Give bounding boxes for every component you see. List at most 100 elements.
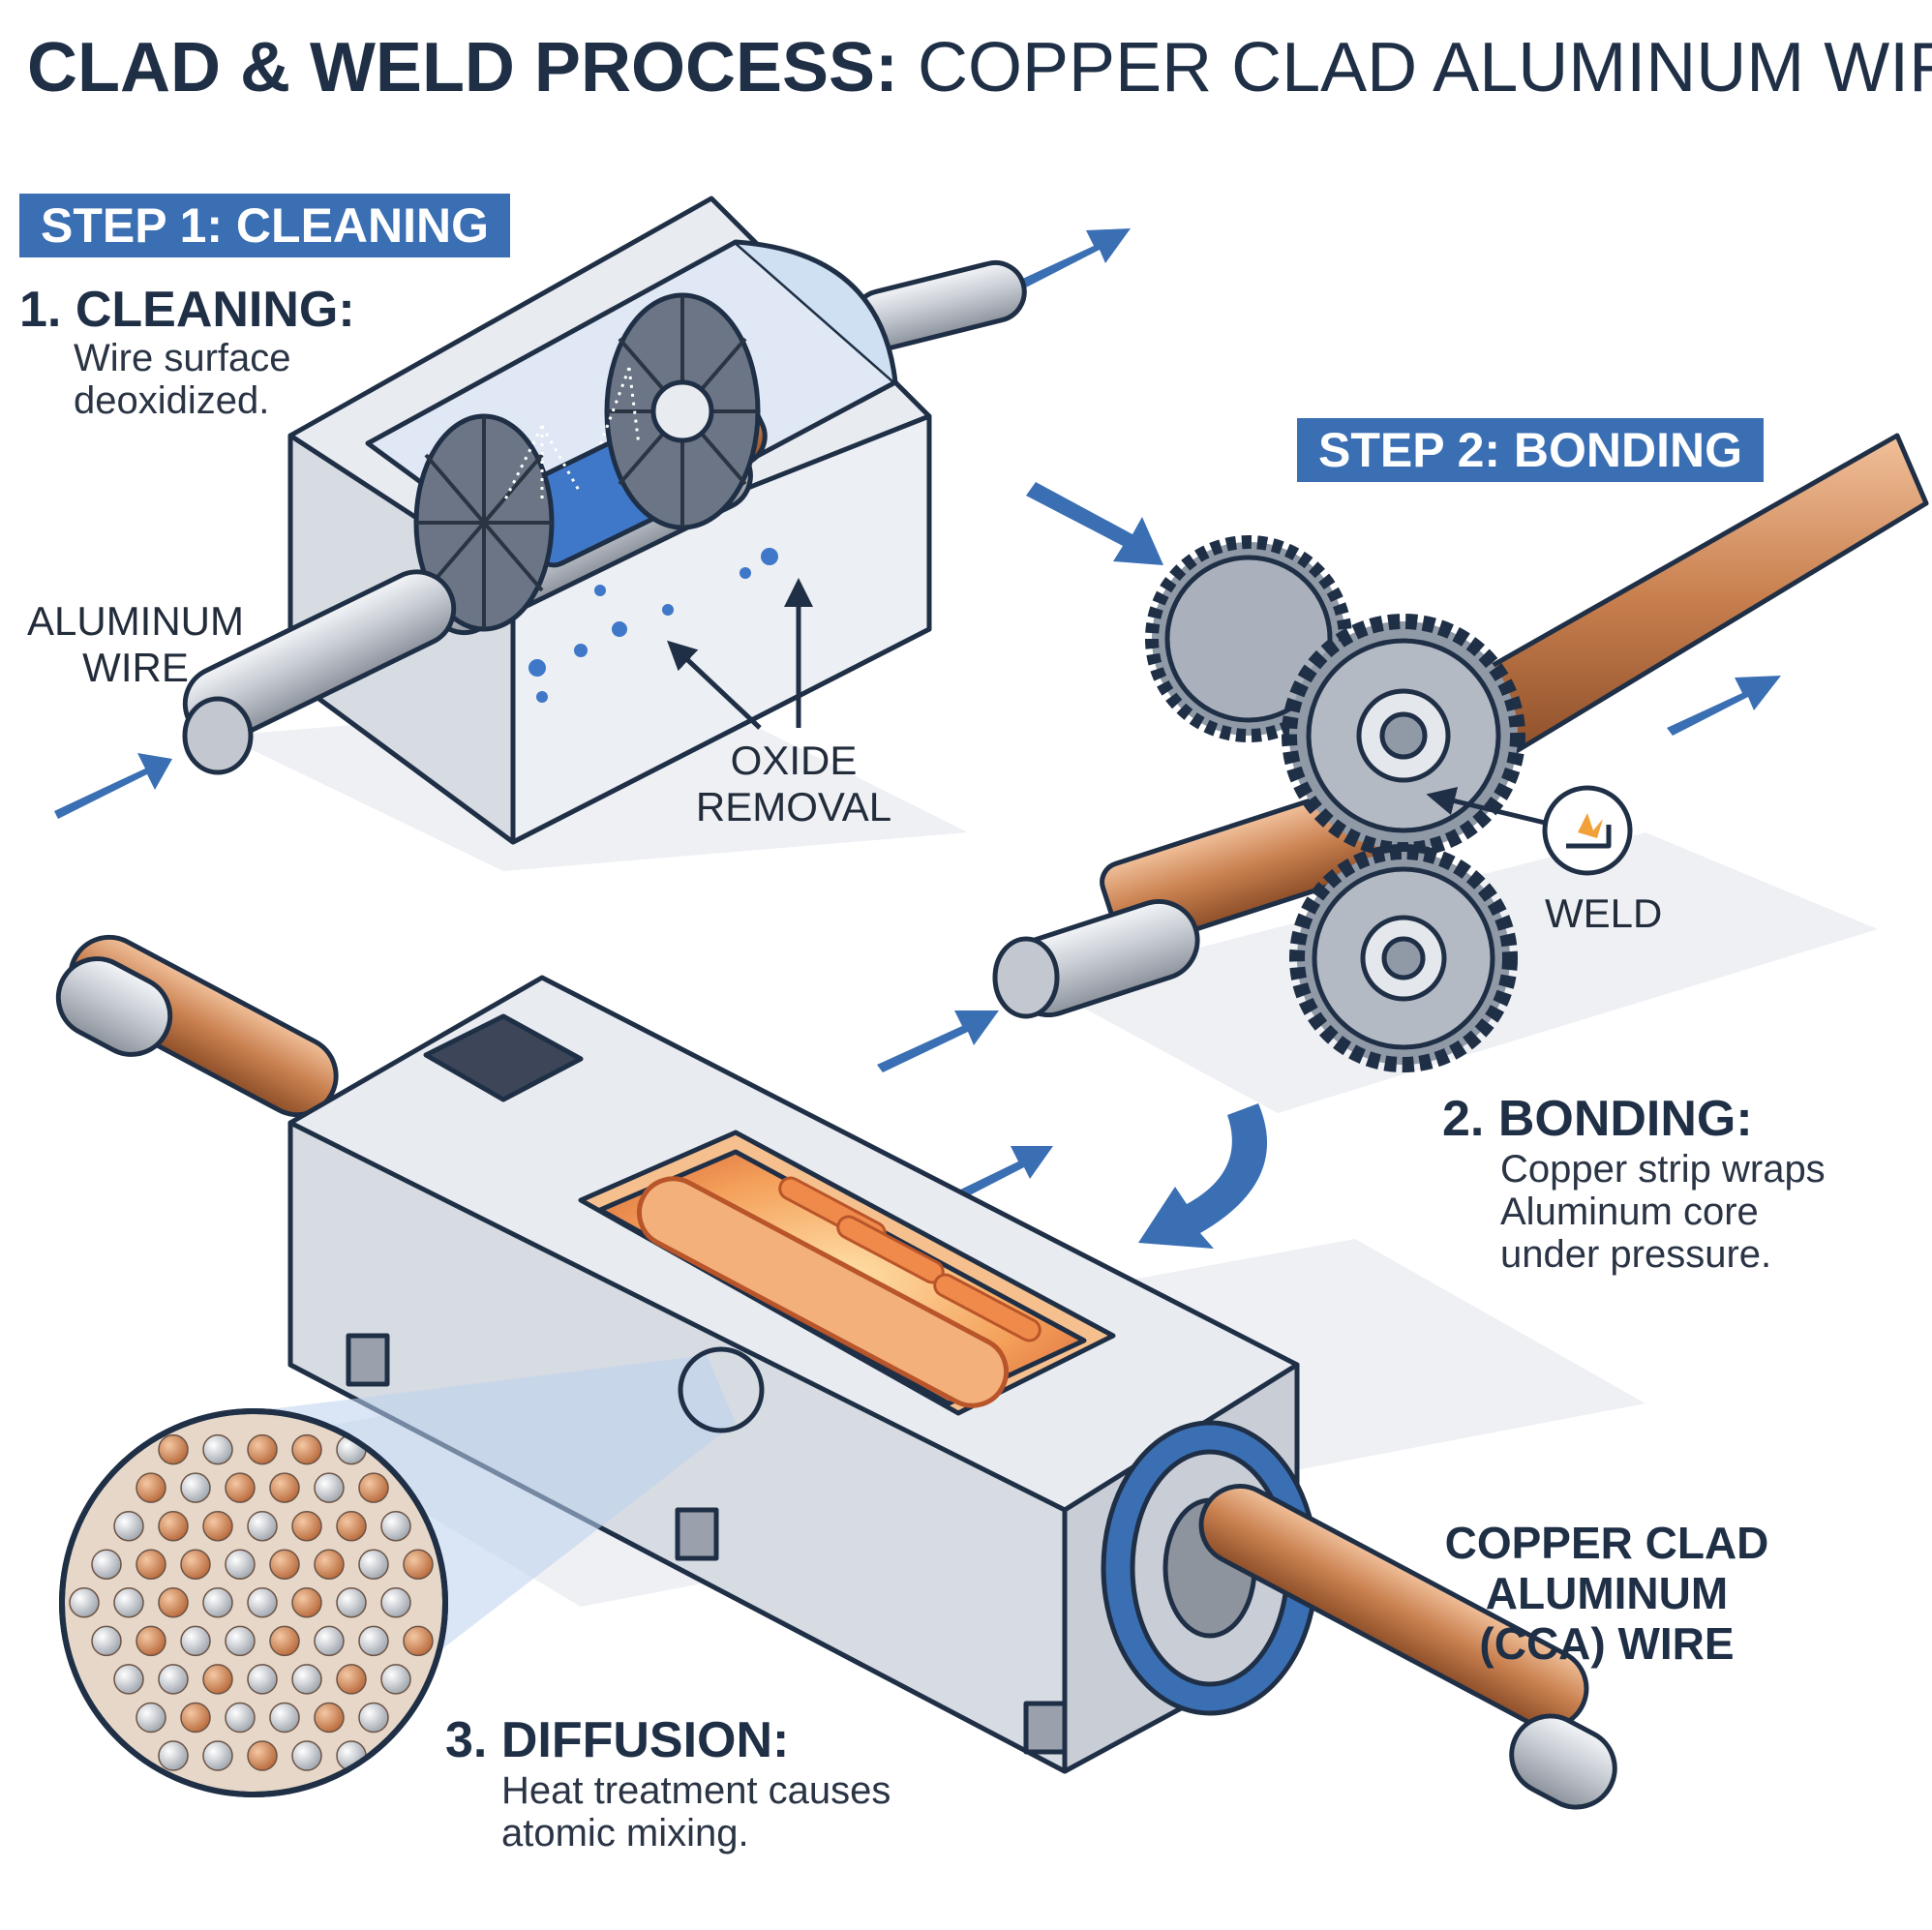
oxide-flakes bbox=[528, 548, 778, 703]
step2-desc-line2: Aluminum core bbox=[1500, 1191, 1759, 1233]
copper-atom bbox=[247, 1433, 278, 1465]
weld-label: WELD bbox=[1545, 890, 1663, 936]
step1-desc-line1: Wire surface bbox=[74, 337, 291, 379]
step1-heading: 1. CLEANING: bbox=[19, 282, 355, 338]
atomic-zoom bbox=[59, 1408, 448, 1797]
step3-desc-line1: Heat treatment causes bbox=[501, 1769, 891, 1812]
aluminum-atom bbox=[136, 1702, 166, 1734]
cleaning-machine bbox=[182, 196, 1027, 845]
aluminum-atom bbox=[314, 1472, 345, 1503]
copper-atom bbox=[336, 1510, 367, 1542]
aluminum-atom bbox=[202, 1740, 233, 1771]
copper-atom bbox=[136, 1549, 166, 1580]
aluminum-atom bbox=[158, 1664, 189, 1695]
copper-atom bbox=[291, 1587, 322, 1618]
flow-arrow-curved bbox=[1138, 1103, 1268, 1249]
flow-arrow bbox=[1667, 676, 1781, 736]
copper-atom bbox=[314, 1549, 345, 1580]
copper-atom bbox=[180, 1702, 211, 1734]
step1-desc-line2: deoxidized. bbox=[74, 379, 270, 422]
weld-spark-icon bbox=[1578, 813, 1603, 838]
atom-particles bbox=[69, 1433, 434, 1771]
aluminum-atom bbox=[91, 1549, 122, 1580]
copper-atom bbox=[403, 1549, 434, 1580]
bonding-rollers bbox=[992, 433, 1929, 1072]
aluminum-atom bbox=[247, 1510, 278, 1542]
cca-wire-label: COPPER CLAD ALUMINUM (CCA) WIRE bbox=[1444, 1518, 1769, 1669]
copper-atom bbox=[180, 1549, 211, 1580]
step2-heading: 2. BONDING: bbox=[1442, 1091, 1753, 1147]
step3-heading: 3. DIFFUSION: bbox=[445, 1712, 790, 1768]
step2-desc-line3: under pressure. bbox=[1500, 1233, 1772, 1276]
copper-atom bbox=[291, 1510, 322, 1542]
copper-atom bbox=[158, 1510, 189, 1542]
copper-atom bbox=[202, 1510, 233, 1542]
flow-arrows bbox=[54, 228, 1781, 1249]
control-panel-icon bbox=[423, 1013, 584, 1102]
aluminum-atom bbox=[225, 1549, 256, 1580]
aluminum-wire-label: ALUMINUM WIRE bbox=[26, 598, 244, 690]
aluminum-atom bbox=[314, 1625, 345, 1657]
aluminum-atom bbox=[358, 1702, 389, 1734]
copper-atom bbox=[358, 1472, 389, 1503]
cca-wire-output bbox=[1198, 1483, 1589, 1731]
aluminum-atom bbox=[180, 1472, 211, 1503]
step2-badge: STEP 2: BONDING bbox=[1297, 418, 1765, 482]
gear-roller bbox=[1145, 535, 1525, 1072]
diffusion-furnace bbox=[55, 934, 1617, 1810]
aluminum-atom bbox=[69, 1587, 100, 1618]
aluminum-atom bbox=[358, 1549, 389, 1580]
aluminum-atom bbox=[158, 1740, 189, 1771]
page-title: CLAD & WELD PROCESS: COPPER CLAD ALUMINU… bbox=[27, 29, 1932, 106]
title-light: COPPER CLAD ALUMINUM WIRE bbox=[918, 29, 1932, 106]
copper-atom bbox=[247, 1740, 278, 1771]
aluminum-atom bbox=[380, 1587, 411, 1618]
aluminum-atom bbox=[202, 1587, 233, 1618]
aluminum-atom bbox=[225, 1625, 256, 1657]
oxide-pointers bbox=[667, 578, 813, 730]
aluminum-atom bbox=[269, 1702, 300, 1734]
aluminum-atom bbox=[336, 1587, 367, 1618]
step2-desc-line1: Copper strip wraps bbox=[1500, 1148, 1826, 1191]
step3-desc-line2: atomic mixing. bbox=[501, 1812, 749, 1855]
copper-atom bbox=[269, 1472, 300, 1503]
copper-atom bbox=[269, 1549, 300, 1580]
aluminum-atom bbox=[225, 1702, 256, 1734]
aluminum-atom bbox=[247, 1664, 278, 1695]
aluminum-atom bbox=[358, 1625, 389, 1657]
flow-arrow bbox=[877, 1010, 999, 1072]
aluminum-atom bbox=[247, 1587, 278, 1618]
heating-elements bbox=[778, 1176, 1041, 1342]
aluminum-atom bbox=[113, 1510, 144, 1542]
copper-atom bbox=[336, 1664, 367, 1695]
aluminum-atom bbox=[380, 1510, 411, 1542]
aluminum-atom bbox=[180, 1625, 211, 1657]
aluminum-atom bbox=[113, 1587, 144, 1618]
copper-atom bbox=[269, 1625, 300, 1657]
copper-strip bbox=[1468, 433, 1929, 758]
flow-arrow bbox=[54, 753, 172, 819]
title-bold: CLAD & WELD PROCESS: bbox=[27, 29, 898, 106]
copper-atom bbox=[291, 1433, 322, 1465]
spray-nozzles bbox=[501, 367, 641, 504]
aluminum-atom bbox=[202, 1433, 233, 1465]
flow-arrow bbox=[954, 1146, 1053, 1200]
aluminum-atom bbox=[291, 1740, 322, 1771]
aluminum-atom bbox=[91, 1625, 122, 1657]
step1-badge: STEP 1: CLEANING bbox=[19, 194, 511, 257]
copper-atom bbox=[136, 1625, 166, 1657]
copper-atom bbox=[202, 1664, 233, 1695]
flow-arrow bbox=[1018, 228, 1131, 288]
copper-atom bbox=[158, 1587, 189, 1618]
aluminum-atom bbox=[113, 1664, 144, 1695]
copper-atom bbox=[403, 1625, 434, 1657]
oxide-removal-label: OXIDE REMOVAL bbox=[695, 738, 892, 829]
aluminum-atom bbox=[380, 1664, 411, 1695]
copper-atom bbox=[314, 1702, 345, 1734]
flow-arrow bbox=[1026, 482, 1163, 565]
copper-atom bbox=[136, 1472, 166, 1503]
copper-atom bbox=[225, 1472, 256, 1503]
copper-atom bbox=[158, 1433, 189, 1465]
aluminum-atom bbox=[291, 1664, 322, 1695]
